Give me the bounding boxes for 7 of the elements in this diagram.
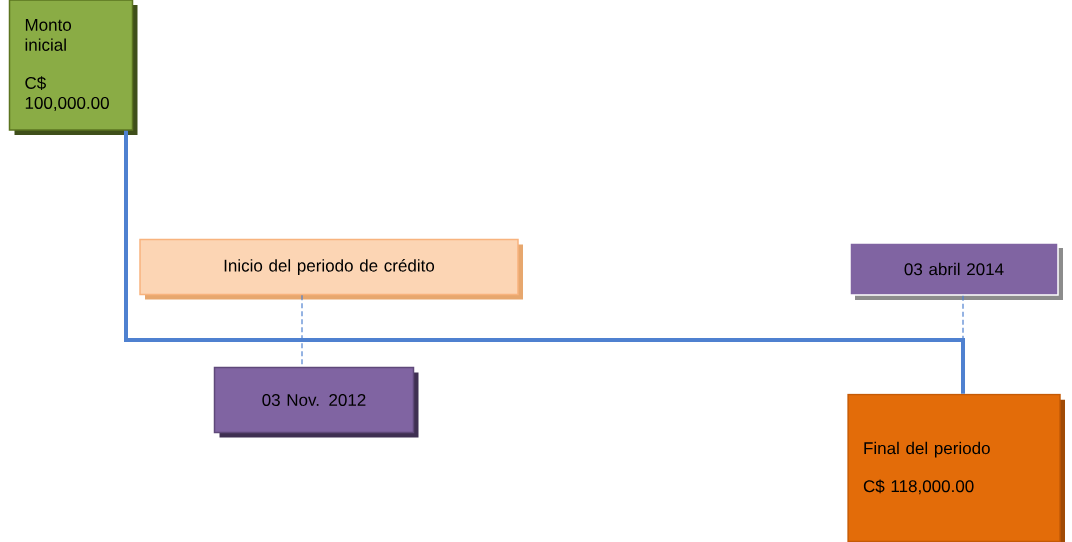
- timeline: [124, 130, 965, 394]
- date-box: 03 Nov. 2012: [213, 366, 419, 438]
- period-box: Inicio del periodo de crédito: [139, 238, 523, 300]
- date-box: 03 abril 2014: [849, 242, 1063, 300]
- amount-box: Monto inicial C$ 100,000.00: [8, 0, 138, 135]
- dashed-connector: [962, 295, 964, 339]
- amount-box: Final del periodo C$ 118,000.00: [847, 393, 1065, 542]
